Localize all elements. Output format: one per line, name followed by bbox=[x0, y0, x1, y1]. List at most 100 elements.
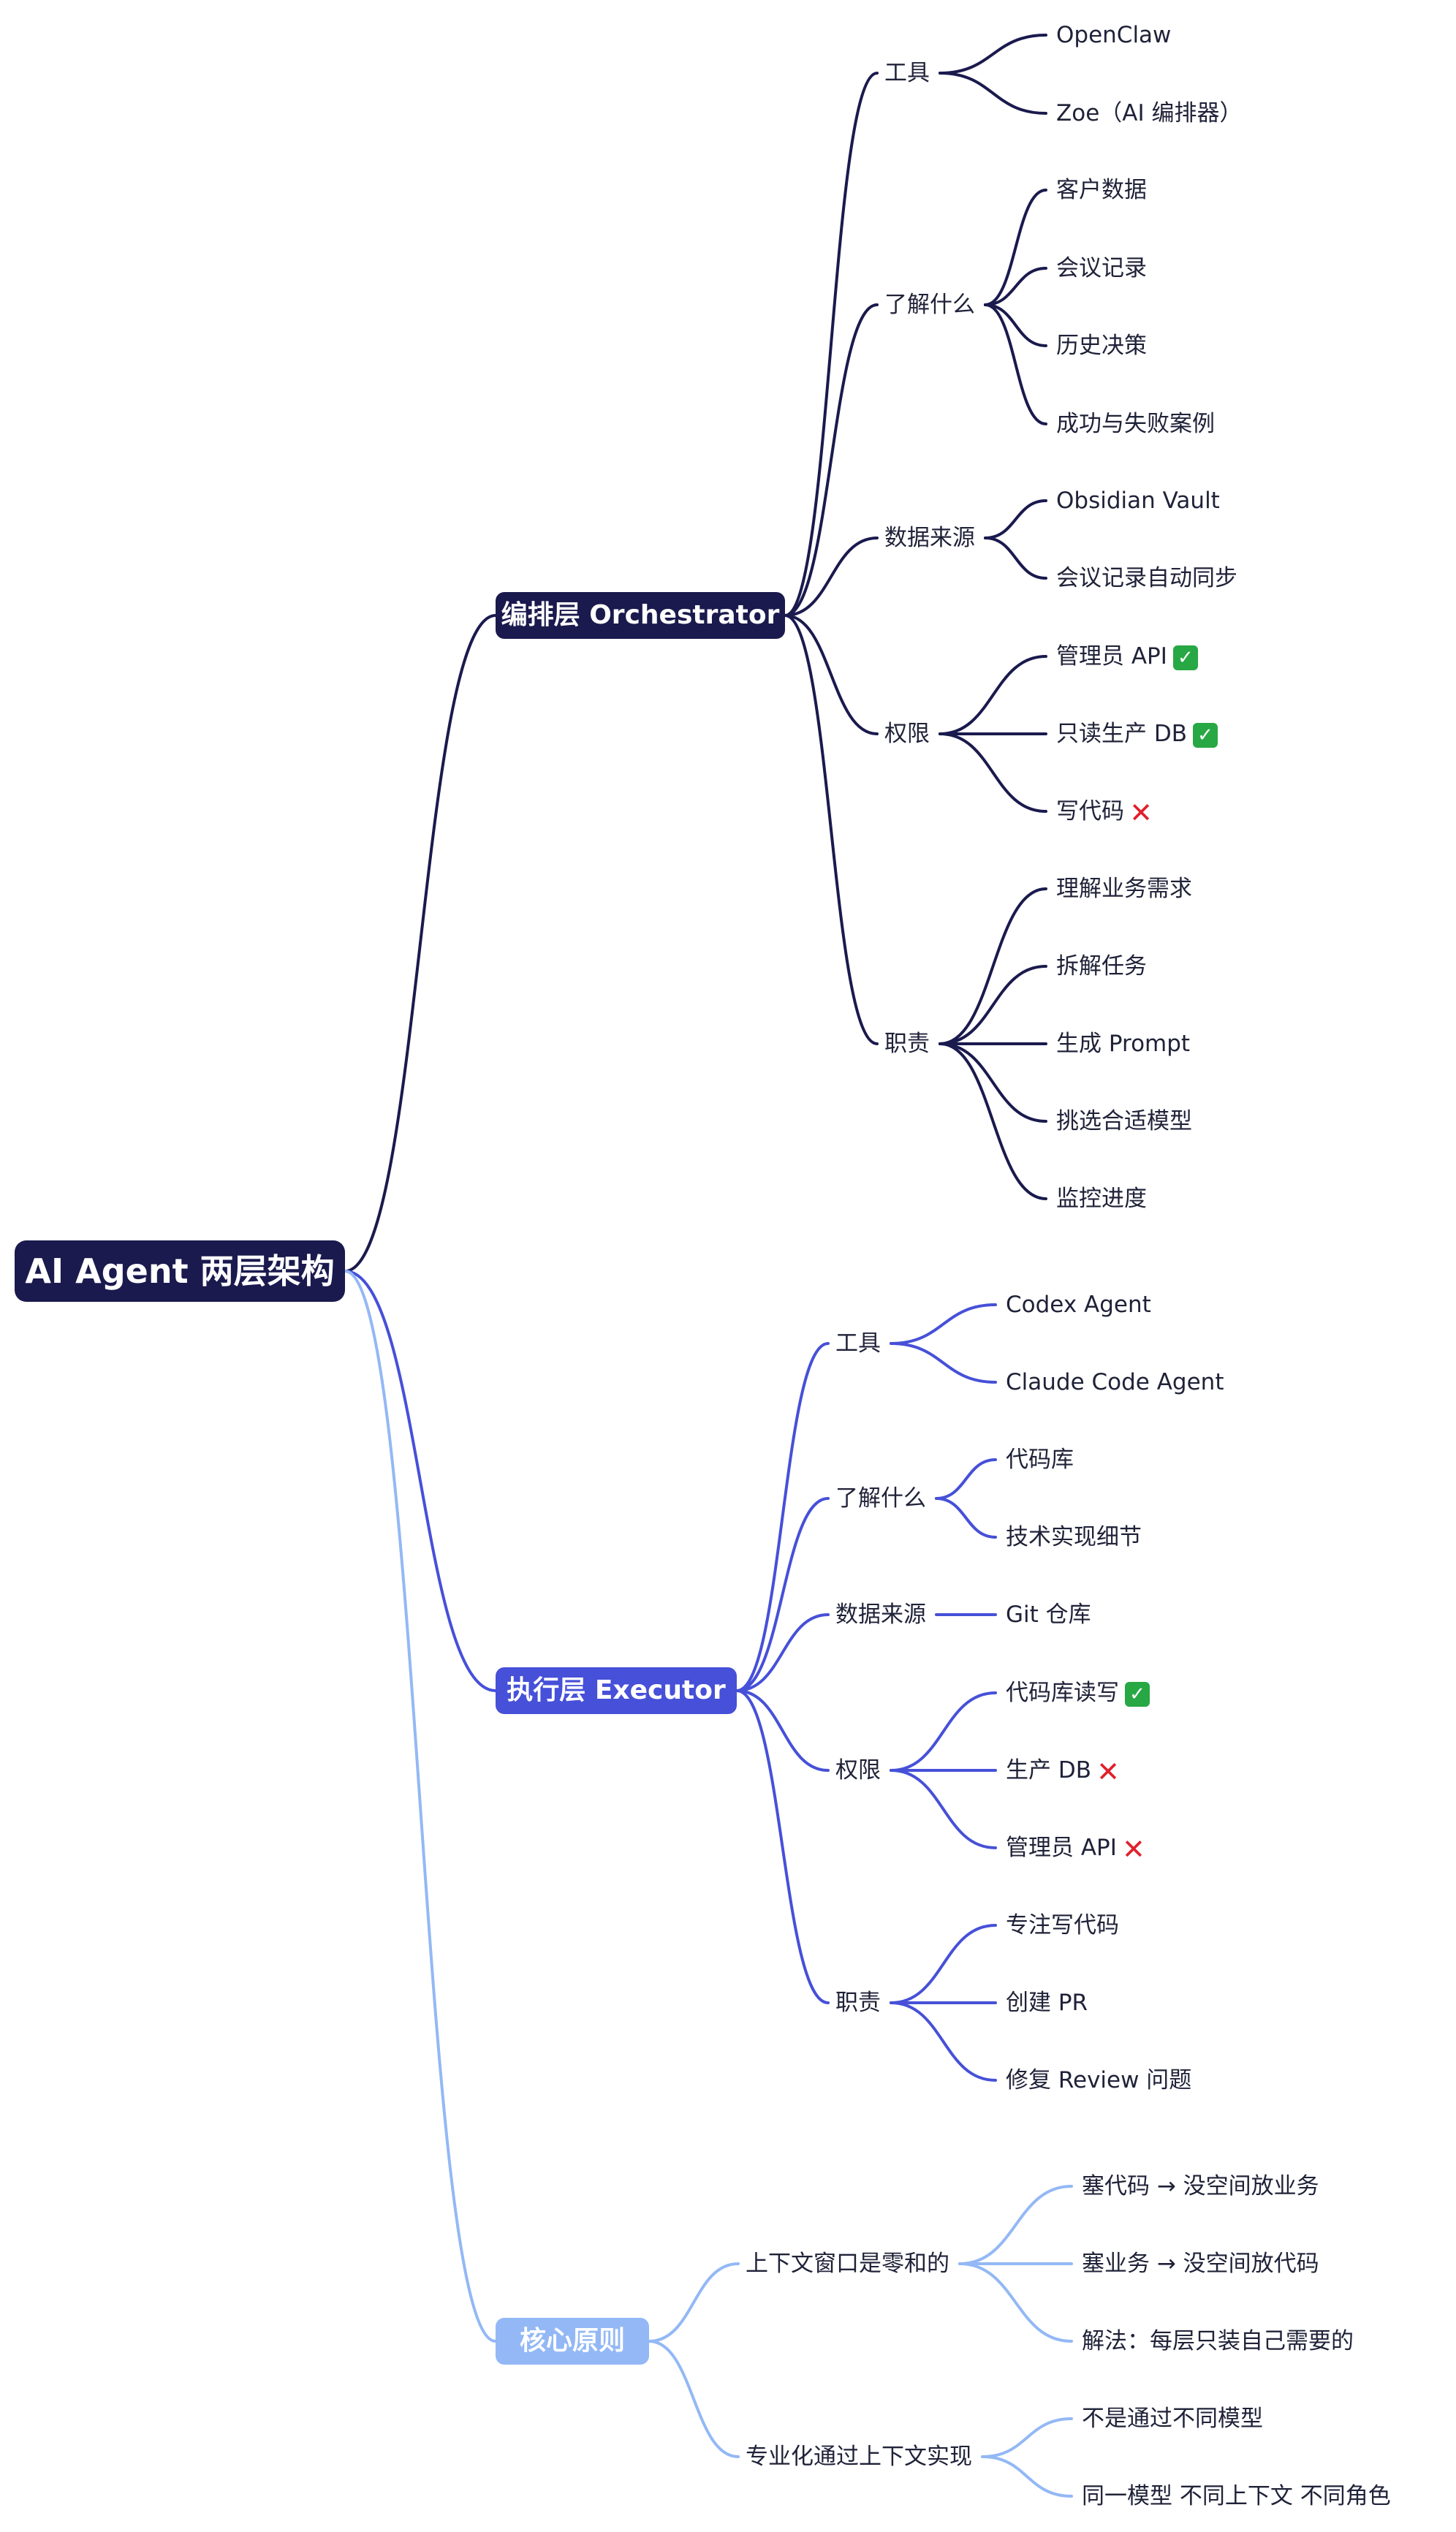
leaf-label: 生产 DB bbox=[1006, 1757, 1091, 1784]
connector-topic-to-leaf bbox=[939, 887, 1047, 1045]
connector-topic-to-leaf bbox=[939, 1042, 1047, 1123]
executor-duties[interactable]: 职责 bbox=[835, 1990, 881, 2016]
leaf-write-code[interactable]: 写代码✕ bbox=[1056, 789, 1153, 833]
orchestrator-tools[interactable]: 工具 bbox=[884, 60, 930, 86]
check-mark-icon: ✓ bbox=[1193, 722, 1218, 748]
leaf-pick-model[interactable]: 挑选合适模型 bbox=[1056, 1108, 1192, 1134]
connector-branch-to-topic bbox=[735, 1342, 830, 1692]
leaf-label: 写代码 bbox=[1056, 798, 1124, 825]
branch-orchestrator[interactable]: 编排层 Orchestrator bbox=[496, 592, 785, 639]
leaf-codex-agent[interactable]: Codex Agent bbox=[1006, 1292, 1151, 1318]
leaf-success-failure-cases[interactable]: 成功与失败案例 bbox=[1056, 411, 1215, 437]
leaf-codebase-rw[interactable]: 代码库读写✓ bbox=[1006, 1671, 1150, 1715]
cross-mark-icon: ✕ bbox=[1129, 796, 1153, 829]
connector-topic-to-leaf bbox=[981, 2455, 1073, 2498]
leaf-git-repo[interactable]: Git 仓库 bbox=[1006, 1602, 1091, 1628]
connector-topic-to-leaf bbox=[890, 1342, 997, 1384]
leaf-prod-db[interactable]: 生产 DB✕ bbox=[1006, 1748, 1121, 1792]
connector-branch-to-topic bbox=[784, 614, 879, 735]
connector-topic-to-leaf bbox=[939, 34, 1047, 75]
connector-root-to-branch bbox=[344, 1270, 497, 2343]
connector-branch-to-topic bbox=[735, 1613, 830, 1692]
leaf-generate-prompt[interactable]: 生成 Prompt bbox=[1056, 1031, 1191, 1057]
connector-branch-to-topic bbox=[648, 2262, 740, 2343]
leaf-label: 只读生产 DB bbox=[1056, 721, 1187, 747]
leaf-tech-details[interactable]: 技术实现细节 bbox=[1006, 1524, 1142, 1550]
leaf-meeting-sync[interactable]: 会议记录自动同步 bbox=[1056, 565, 1237, 591]
connector-branch-to-topic bbox=[784, 72, 879, 617]
connector-branch-to-topic bbox=[735, 1689, 830, 2004]
cross-mark-icon: ✕ bbox=[1096, 1755, 1120, 1788]
connector-topic-to-leaf bbox=[984, 499, 1047, 539]
executor-permissions[interactable]: 权限 bbox=[835, 1757, 881, 1784]
connector-topic-to-leaf bbox=[981, 2417, 1073, 2458]
leaf-split-tasks[interactable]: 拆解任务 bbox=[1056, 953, 1147, 979]
connector-branch-to-topic bbox=[784, 614, 879, 1045]
leaf-readonly-db[interactable]: 只读生产 DB✓ bbox=[1056, 712, 1218, 756]
leaf-same-model-diff-context[interactable]: 同一模型 不同上下文 不同角色 bbox=[1082, 2483, 1391, 2509]
leaf-customer-data[interactable]: 客户数据 bbox=[1056, 177, 1147, 203]
connector-topic-to-leaf bbox=[958, 2262, 1073, 2343]
leaf-admin-api-exec[interactable]: 管理员 API✕ bbox=[1006, 1826, 1146, 1870]
leaf-claude-code-agent[interactable]: Claude Code Agent bbox=[1006, 1369, 1224, 1395]
connector-root-to-branch bbox=[344, 1270, 497, 1692]
leaf-history-decisions[interactable]: 历史决策 bbox=[1056, 333, 1147, 359]
leaf-fix-review[interactable]: 修复 Review 问题 bbox=[1006, 2067, 1192, 2093]
branch-executor[interactable]: 执行层 Executor bbox=[496, 1667, 737, 1714]
connector-topic-to-leaf bbox=[935, 1458, 997, 1500]
leaf-not-different-models[interactable]: 不是通过不同模型 bbox=[1082, 2406, 1263, 2432]
leaf-focus-code[interactable]: 专注写代码 bbox=[1006, 1912, 1119, 1938]
leaf-label: 管理员 API bbox=[1056, 643, 1167, 670]
connector-topic-to-leaf bbox=[890, 2001, 997, 2082]
principle-zero-sum[interactable]: 上下文窗口是零和的 bbox=[746, 2251, 949, 2277]
connector-topic-to-leaf bbox=[984, 537, 1047, 580]
connector-topic-to-leaf bbox=[890, 1924, 997, 2004]
connector-root-to-branch bbox=[344, 614, 497, 1273]
leaf-business-no-code[interactable]: 塞业务 → 没空间放代码 bbox=[1082, 2251, 1319, 2277]
connector-branch-to-topic bbox=[648, 2340, 740, 2458]
connector-branch-to-topic bbox=[735, 1497, 830, 1692]
leaf-obsidian-vault[interactable]: Obsidian Vault bbox=[1056, 488, 1220, 514]
executor-knowledge[interactable]: 了解什么 bbox=[835, 1485, 926, 1512]
leaf-monitor-progress[interactable]: 监控进度 bbox=[1056, 1186, 1147, 1212]
connector-topic-to-leaf bbox=[939, 72, 1047, 115]
leaf-label: 代码库读写 bbox=[1006, 1680, 1119, 1706]
connector-topic-to-leaf bbox=[984, 303, 1047, 425]
connector-topic-to-leaf bbox=[890, 1691, 997, 1772]
connector-topic-to-leaf bbox=[939, 655, 1047, 735]
leaf-label: 管理员 API bbox=[1006, 1835, 1117, 1861]
leaf-understand-business[interactable]: 理解业务需求 bbox=[1056, 876, 1192, 902]
orchestrator-duties[interactable]: 职责 bbox=[884, 1031, 930, 1057]
leaf-admin-api[interactable]: 管理员 API✓ bbox=[1056, 634, 1198, 678]
principle-specialization[interactable]: 专业化通过上下文实现 bbox=[746, 2444, 972, 2470]
leaf-codebase[interactable]: 代码库 bbox=[1006, 1447, 1074, 1473]
root-node[interactable]: AI Agent 两层架构 bbox=[15, 1240, 345, 1302]
connector-branch-to-topic bbox=[784, 303, 879, 617]
leaf-create-pr[interactable]: 创建 PR bbox=[1006, 1990, 1088, 2016]
connector-topic-to-leaf bbox=[939, 732, 1047, 813]
connector-topic-to-leaf bbox=[984, 303, 1047, 347]
connector-topic-to-leaf bbox=[939, 965, 1047, 1045]
connector-topic-to-leaf bbox=[958, 2185, 1073, 2265]
check-mark-icon: ✓ bbox=[1125, 1681, 1150, 1707]
connector-topic-to-leaf bbox=[935, 1497, 997, 1539]
connector-branch-to-topic bbox=[735, 1689, 830, 1772]
check-mark-icon: ✓ bbox=[1172, 645, 1198, 670]
executor-tools[interactable]: 工具 bbox=[835, 1330, 881, 1357]
leaf-meeting-notes[interactable]: 会议记录 bbox=[1056, 255, 1147, 281]
leaf-code-no-business[interactable]: 塞代码 → 没空间放业务 bbox=[1082, 2173, 1319, 2199]
leaf-zoe[interactable]: Zoe（AI 编排器） bbox=[1056, 100, 1243, 126]
executor-data-source[interactable]: 数据来源 bbox=[835, 1602, 926, 1628]
cross-mark-icon: ✕ bbox=[1121, 1832, 1145, 1865]
branch-core-principles[interactable]: 核心原则 bbox=[496, 2318, 649, 2365]
connector-topic-to-leaf bbox=[984, 189, 1047, 306]
connector-topic-to-leaf bbox=[939, 1042, 1047, 1200]
orchestrator-knowledge[interactable]: 了解什么 bbox=[884, 292, 975, 318]
connector-topic-to-leaf bbox=[984, 267, 1047, 306]
orchestrator-data-source[interactable]: 数据来源 bbox=[884, 525, 975, 551]
leaf-openclaw[interactable]: OpenClaw bbox=[1056, 22, 1172, 48]
leaf-solution[interactable]: 解法：每层只装自己需要的 bbox=[1082, 2328, 1354, 2354]
connector-topic-to-leaf bbox=[890, 1303, 997, 1345]
orchestrator-permissions[interactable]: 权限 bbox=[884, 721, 930, 747]
